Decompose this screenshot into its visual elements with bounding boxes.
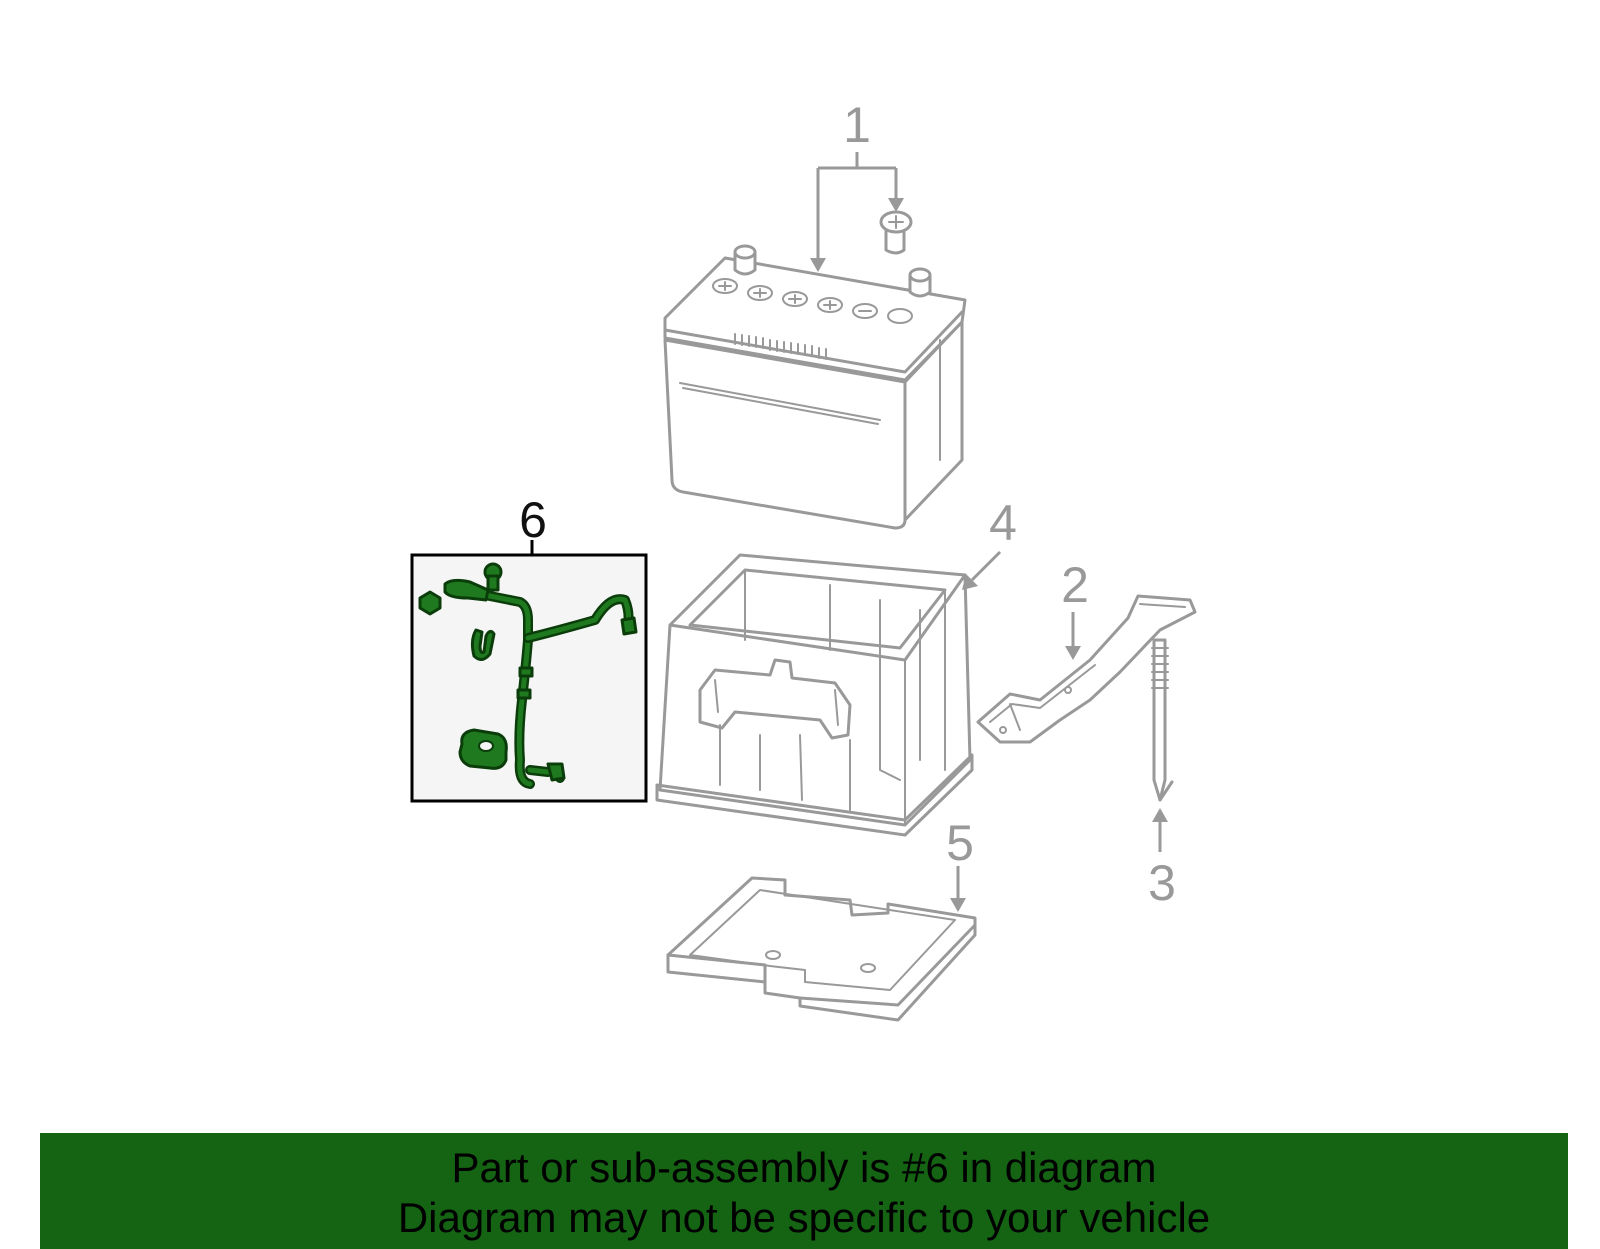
callout-2-leader [1065,612,1081,660]
part6-inset[interactable] [410,553,648,803]
callout-1-leader [810,152,904,272]
battery-tray[interactable] [666,876,977,1022]
hold-down-bracket[interactable] [976,594,1197,744]
banner-line-2: Diagram may not be specific to your vehi… [397,1194,1211,1241]
hold-down-rod[interactable] [1151,638,1174,802]
callout-3[interactable]: 3 [1148,855,1176,911]
callout-4[interactable]: 4 [989,495,1017,551]
info-banner: Part or sub-assembly is #6 in diagram Di… [40,1133,1568,1249]
callout-1[interactable]: 1 [843,97,871,153]
terminal-bolt[interactable] [879,210,913,255]
callout-5[interactable]: 5 [946,815,974,871]
battery-box[interactable] [655,553,974,837]
banner-line-1: Part or sub-assembly is #6 in diagram [451,1144,1157,1191]
callout-2[interactable]: 2 [1061,557,1089,613]
callout-3-leader [1152,808,1168,852]
callout-5-leader [950,866,966,912]
callout-6[interactable]: 6 [519,492,547,548]
callout-4-leader [962,550,1002,590]
battery[interactable] [663,244,967,530]
